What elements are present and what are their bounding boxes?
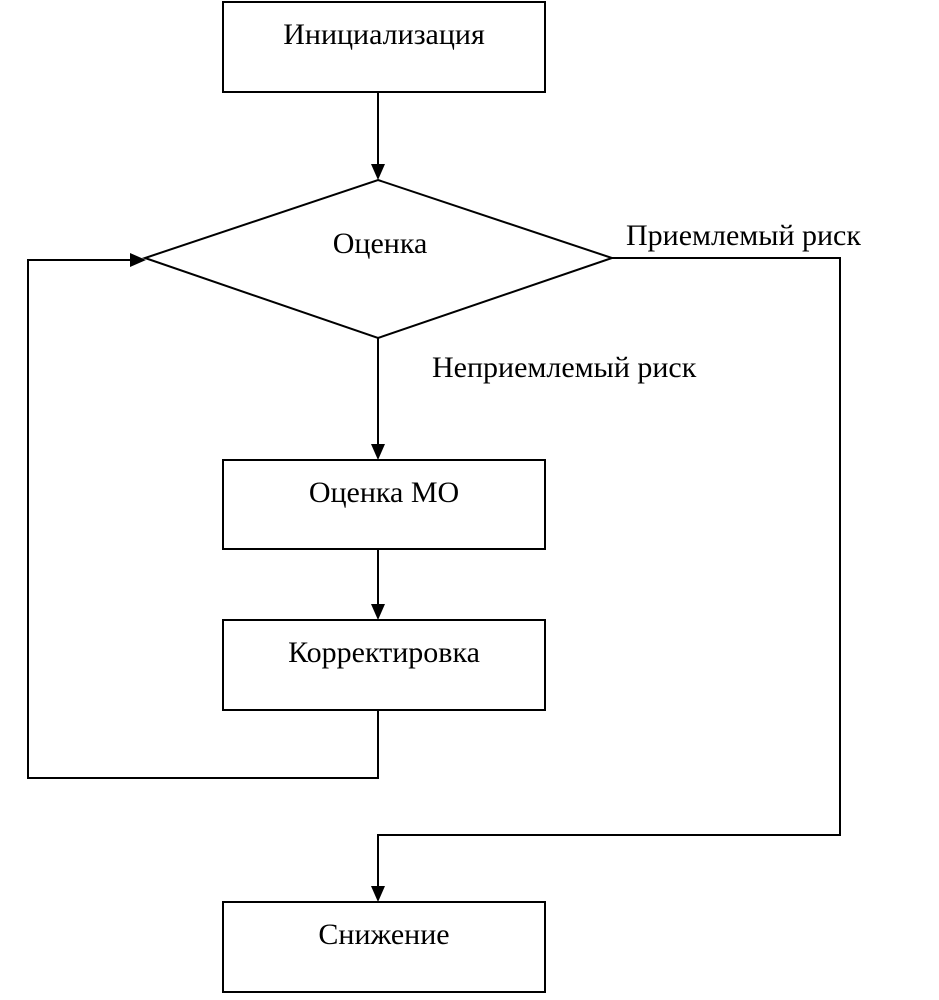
edge-init-to-assessment: [371, 92, 385, 180]
node-assessment-mo: Оценка МО: [222, 459, 546, 550]
edge-unacceptable-risk: Неприемлемый риск: [371, 338, 697, 460]
arrowhead-icon: [371, 164, 385, 180]
decision-assessment: Оценка: [141, 178, 616, 340]
node-reduction: Снижение: [222, 901, 546, 993]
edge-label-unacceptable: Неприемлемый риск: [432, 351, 697, 384]
node-initialization-label: Инициализация: [283, 18, 485, 51]
node-assessment-mo-label: Оценка МО: [309, 476, 459, 509]
node-correction: Корректировка: [222, 619, 546, 711]
arrowhead-icon: [371, 886, 385, 902]
edge-mo-to-correction: [371, 549, 385, 620]
node-correction-label: Корректировка: [288, 636, 480, 669]
edge-acceptable-risk: Приемлемый риск: [371, 219, 861, 902]
arrowhead-icon: [130, 253, 146, 267]
arrowhead-icon: [371, 444, 385, 460]
decision-assessment-label: Оценка: [333, 227, 428, 260]
edge-correction-loop: [27, 253, 379, 779]
node-initialization: Инициализация: [222, 1, 546, 93]
arrowhead-icon: [371, 604, 385, 620]
node-reduction-label: Снижение: [318, 918, 449, 951]
edge-label-acceptable: Приемлемый риск: [626, 219, 861, 252]
